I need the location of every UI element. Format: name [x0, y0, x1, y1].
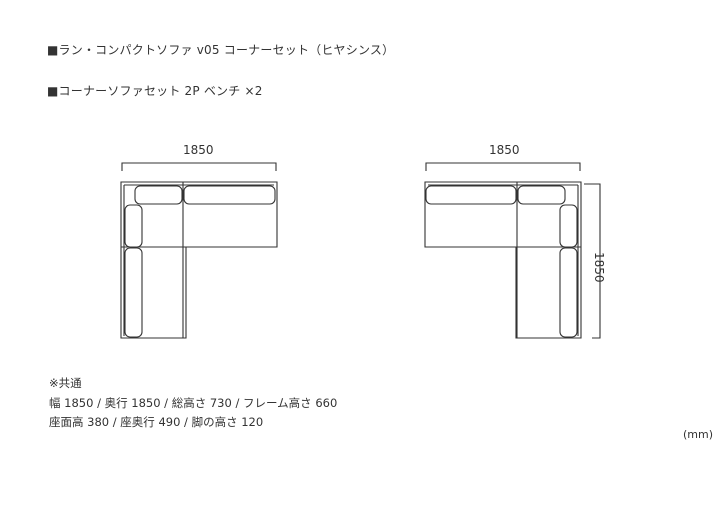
right-sofa-plan — [424, 162, 601, 339]
right-back-cushion-1 — [425, 185, 517, 205]
left-back-cushion-1 — [134, 185, 183, 205]
right-side-cushion-1 — [559, 204, 578, 248]
spec-heading: ※共通 — [49, 376, 82, 390]
left-width-dimension: 1850 — [183, 143, 214, 157]
right-back-cushion-2 — [517, 185, 566, 205]
spec-seat-line: 座面高 380 / 座奥行 490 / 脚の高さ 120 — [49, 415, 264, 429]
spec-dimensions-line: 幅 1850 / 奥行 1850 / 総高さ 730 / フレーム高さ 660 — [49, 396, 338, 410]
left-width-bracket — [121, 162, 277, 171]
right-depth-bracket — [584, 183, 601, 339]
right-width-dimension: 1850 — [489, 143, 520, 157]
left-frame-outline — [120, 181, 278, 339]
left-sofa-plan — [120, 162, 278, 339]
right-width-bracket — [425, 162, 581, 171]
left-back-cushion-2 — [183, 185, 276, 205]
right-frame-outline — [424, 181, 582, 339]
product-title: ■ラン・コンパクトソファ v05 コーナーセット（ヒヤシンス） — [47, 43, 395, 57]
left-side-cushion-2 — [124, 247, 143, 338]
set-subtitle: ■コーナーソファセット 2P ベンチ ×2 — [47, 84, 263, 98]
unit-label: (mm) — [683, 428, 714, 441]
left-side-cushion-1 — [124, 204, 143, 248]
right-side-cushion-2 — [559, 247, 578, 338]
